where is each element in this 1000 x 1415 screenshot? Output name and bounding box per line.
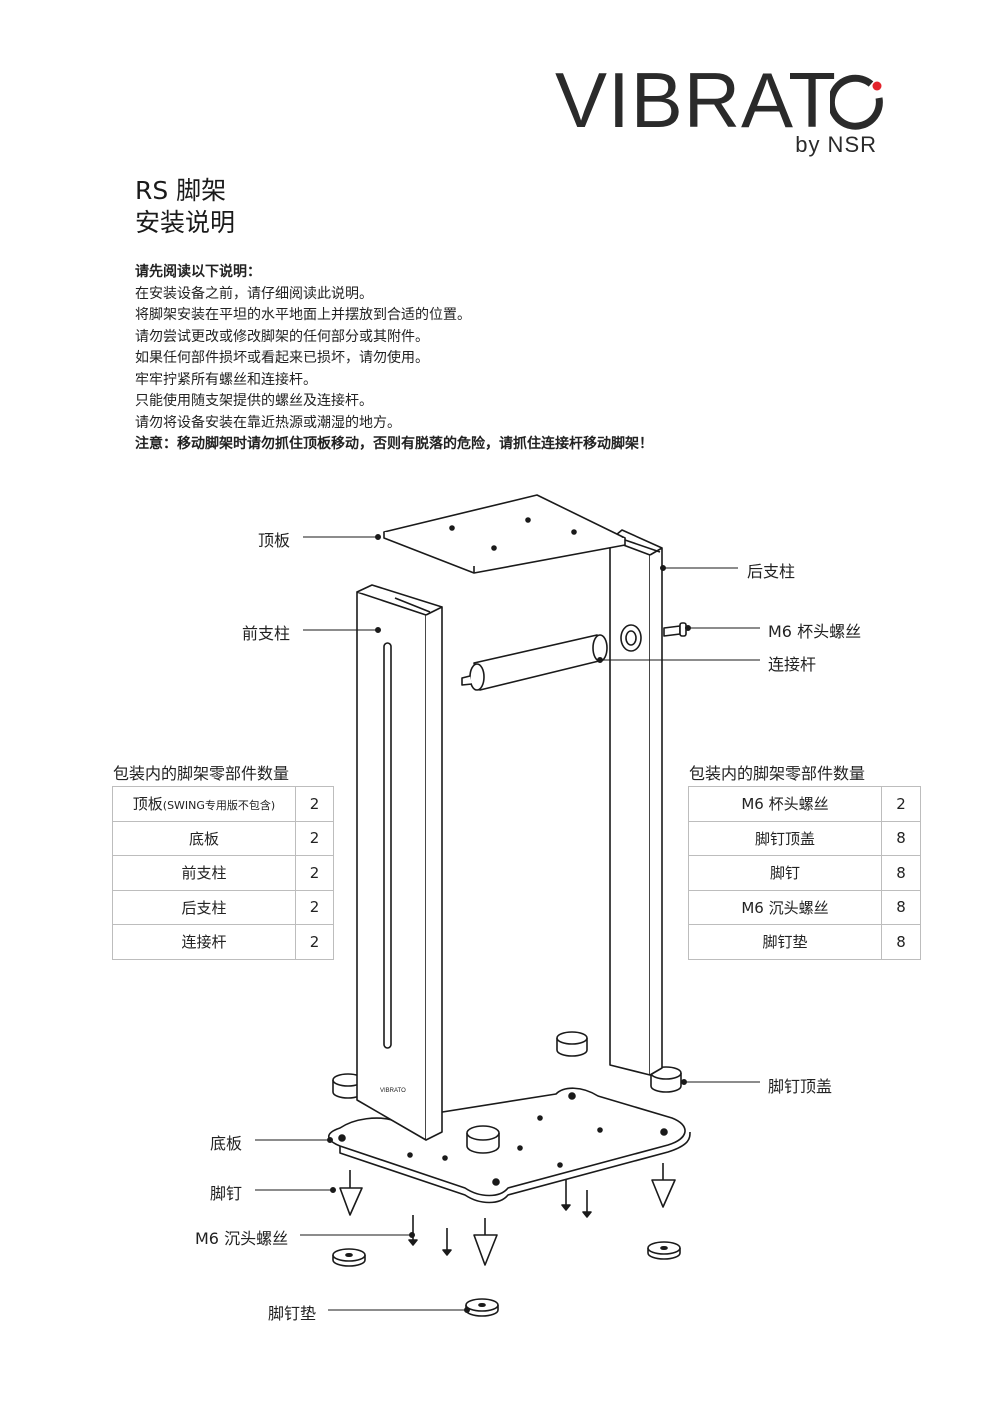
part-name-cell: M6 沉头螺丝 — [688, 889, 882, 925]
table-row: M6 沉头螺丝 8 — [688, 889, 921, 925]
part-qty-cell: 2 — [295, 889, 334, 925]
table-row: 连接杆 2 — [112, 924, 334, 960]
assembly-diagram: VIBRATO — [0, 480, 1000, 1380]
part-qty-cell: 8 — [881, 820, 921, 856]
title-line-2: 安装说明 — [135, 208, 236, 237]
instruction-line: 只能使用随支架提供的螺丝及连接杆。 — [135, 393, 373, 409]
table-row: 顶板(SWING专用版不包含) 2 — [112, 786, 334, 822]
left-parts-table: 顶板(SWING专用版不包含) 2 底板 2 前支柱 2 后支柱 2 连接杆 2 — [112, 786, 334, 960]
instructions-heading: 请先阅读以下说明： — [135, 264, 261, 280]
left-table-caption: 包装内的脚架零部件数量 — [113, 764, 290, 783]
table-row: 底板 2 — [112, 820, 334, 856]
table-row: 后支柱 2 — [112, 889, 334, 925]
part-name-cell: 顶板(SWING专用版不包含) — [112, 786, 296, 822]
part-qty-cell: 8 — [881, 889, 921, 925]
instruction-line: 请勿将设备安装在靠近热源或潮湿的地方。 — [135, 414, 401, 431]
base-plate-drawing — [327, 1087, 691, 1204]
instruction-line: 牢牢拧紧所有螺丝和连接杆。 — [135, 371, 317, 388]
label-m6-cup-screw: M6 杯头螺丝 — [768, 622, 862, 641]
label-base-plate: 底板 — [210, 1134, 243, 1153]
label-spike-pad: 脚钉垫 — [268, 1304, 317, 1323]
logo-accent-dot — [872, 81, 882, 91]
part-qty-cell: 2 — [881, 786, 921, 822]
label-top-plate: 顶板 — [258, 531, 291, 550]
connector-rod-drawing — [461, 634, 608, 691]
title-line-1: RS 脚架 — [135, 176, 227, 205]
label-front-post: 前支柱 — [242, 624, 291, 643]
table-row: 脚钉垫 8 — [688, 924, 921, 960]
part-name-cell: 脚钉垫 — [688, 924, 882, 960]
table-row: M6 杯头螺丝 2 — [688, 786, 921, 822]
part-qty-cell: 2 — [295, 820, 334, 856]
logo-ring-icon — [830, 74, 883, 130]
part-name-cell: 前支柱 — [112, 855, 296, 891]
right-parts-table: M6 杯头螺丝 2 脚钉顶盖 8 脚钉 8 M6 沉头螺丝 8 脚钉垫 8 — [688, 786, 921, 960]
table-row: 前支柱 2 — [112, 855, 334, 891]
leader-lines — [255, 534, 760, 1313]
part-name-cell: 连接杆 — [112, 924, 296, 960]
spike-pads-drawing — [332, 1241, 681, 1317]
instruction-line: 如果任何部件损坏或看起来已损坏，请勿使用。 — [135, 350, 429, 366]
right-table-caption: 包装内的脚架零部件数量 — [689, 764, 866, 783]
table-row: 脚钉顶盖 8 — [688, 820, 921, 856]
part-name-cell: 后支柱 — [112, 889, 296, 925]
exploded-view: VIBRATO — [255, 494, 760, 1317]
instruction-line: 在安装设备之前，请仔细阅读此说明。 — [135, 285, 373, 302]
document-title: RS 脚架 安装说明 — [135, 175, 235, 239]
label-m6-countersunk: M6 沉头螺丝 — [195, 1229, 289, 1248]
countersunk-screws-drawing — [408, 1180, 592, 1256]
logo-subtitle: by NSR — [795, 132, 877, 157]
instructions: 请先阅读以下说明： 在安装设备之前，请仔细阅读此说明。 将脚架安装在平坦的水平地… — [135, 262, 653, 456]
label-spike-cap: 脚钉顶盖 — [768, 1077, 833, 1096]
cup-screw-drawing — [663, 622, 687, 637]
logo-wordmark: VIBRAT — [555, 56, 837, 144]
post-badge: VIBRATO — [380, 1088, 406, 1094]
part-qty-cell: 8 — [881, 924, 921, 960]
front-post-drawing — [356, 584, 443, 1141]
warning-note: 注意：移动脚架时请勿抓住顶板移动，否则有脱落的危险，请抓住连接杆移动脚架！ — [135, 436, 653, 452]
rear-post-drawing — [609, 529, 663, 1076]
label-connector-rod: 连接杆 — [768, 655, 817, 674]
part-qty-cell: 2 — [295, 924, 334, 960]
part-qty-cell: 2 — [295, 786, 334, 822]
part-qty-cell: 8 — [881, 855, 921, 891]
spikes-drawing — [339, 1163, 676, 1266]
part-name-cell: 底板 — [112, 820, 296, 856]
label-rear-post: 后支柱 — [747, 562, 796, 581]
part-name-cell: 脚钉 — [688, 855, 882, 891]
part-name-cell: 脚钉顶盖 — [688, 820, 882, 856]
instruction-line: 请勿尝试更改或修改脚架的任何部分或其附件。 — [135, 328, 429, 345]
part-qty-cell: 2 — [295, 855, 334, 891]
brand-logo: VIBRAT by NSR — [555, 56, 885, 157]
top-plate-drawing — [383, 494, 626, 574]
table-row: 脚钉 8 — [688, 855, 921, 891]
label-spike: 脚钉 — [210, 1184, 243, 1203]
part-name-cell: M6 杯头螺丝 — [688, 786, 882, 822]
instruction-line: 将脚架安装在平坦的水平地面上并摆放到合适的位置。 — [135, 307, 471, 323]
